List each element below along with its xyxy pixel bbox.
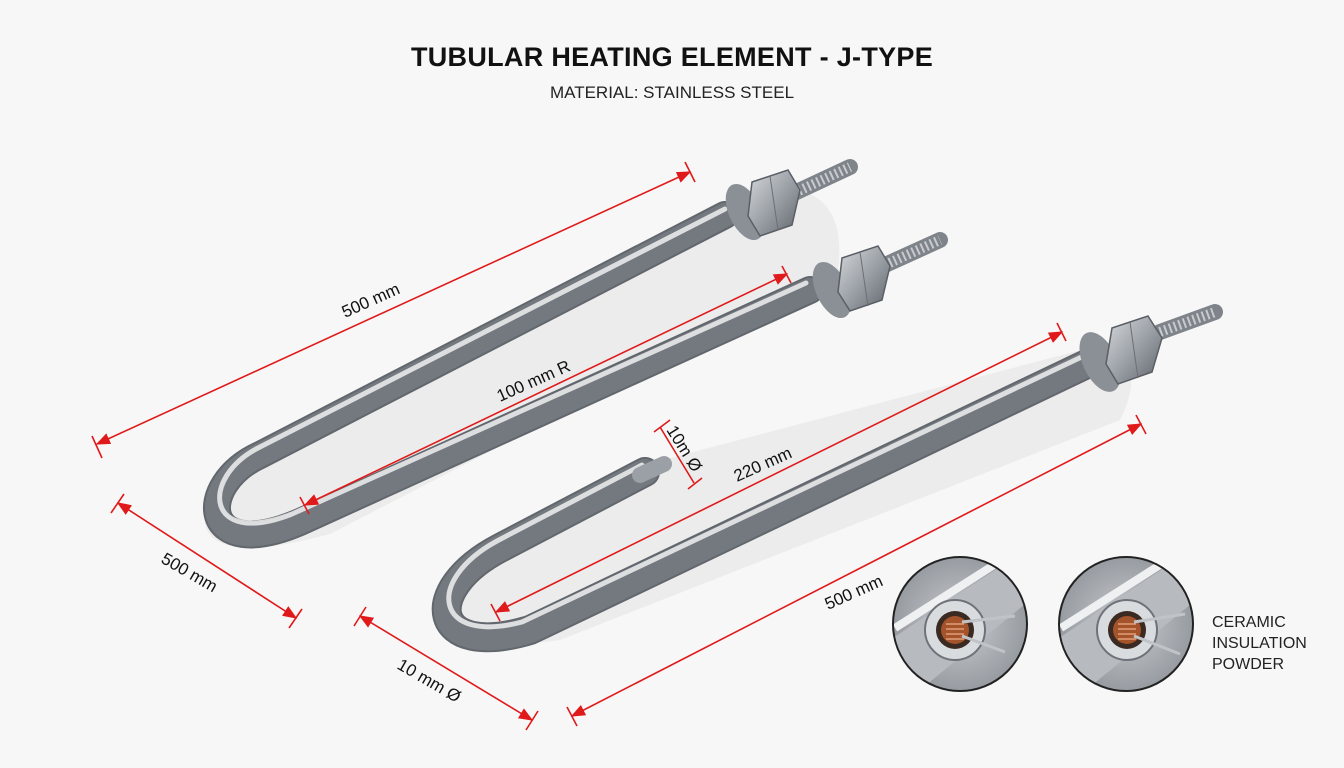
dim-label-bottom-length: 500 mm: [822, 571, 886, 613]
dim-label-top-length: 500 mm: [339, 279, 403, 321]
dim-label-left-length: 500 mm: [158, 549, 221, 596]
element-1-upper-fitting: [725, 159, 858, 241]
cross-section-detail-2: [1058, 556, 1194, 692]
dim-line-bottom-diameter: [358, 615, 534, 721]
cross-section-detail-1: [892, 556, 1028, 692]
dim-line-left-length: [116, 502, 298, 619]
element-2-fitting: [1079, 304, 1223, 392]
callout-line-2: INSULATION: [1212, 635, 1307, 652]
dim-label-bottom-diameter: 10 mm Ø: [394, 655, 464, 706]
callout-line-3: POWDER: [1212, 656, 1284, 673]
dimension-lines: [91, 161, 1147, 731]
ceramic-insulation-callout: CERAMIC INSULATION POWDER: [1212, 612, 1307, 675]
element-2-terminal-pin: [632, 456, 672, 483]
diagram-subtitle: MATERIAL: STAINLESS STEEL: [549, 83, 795, 102]
callout-line-1: CERAMIC: [1212, 614, 1286, 631]
diagram-title: TUBULAR HEATING ELEMENT - J-TYPE: [410, 42, 934, 72]
element-1-lower-fitting: [812, 232, 948, 319]
dim-line-bottom-length: [570, 423, 1143, 717]
